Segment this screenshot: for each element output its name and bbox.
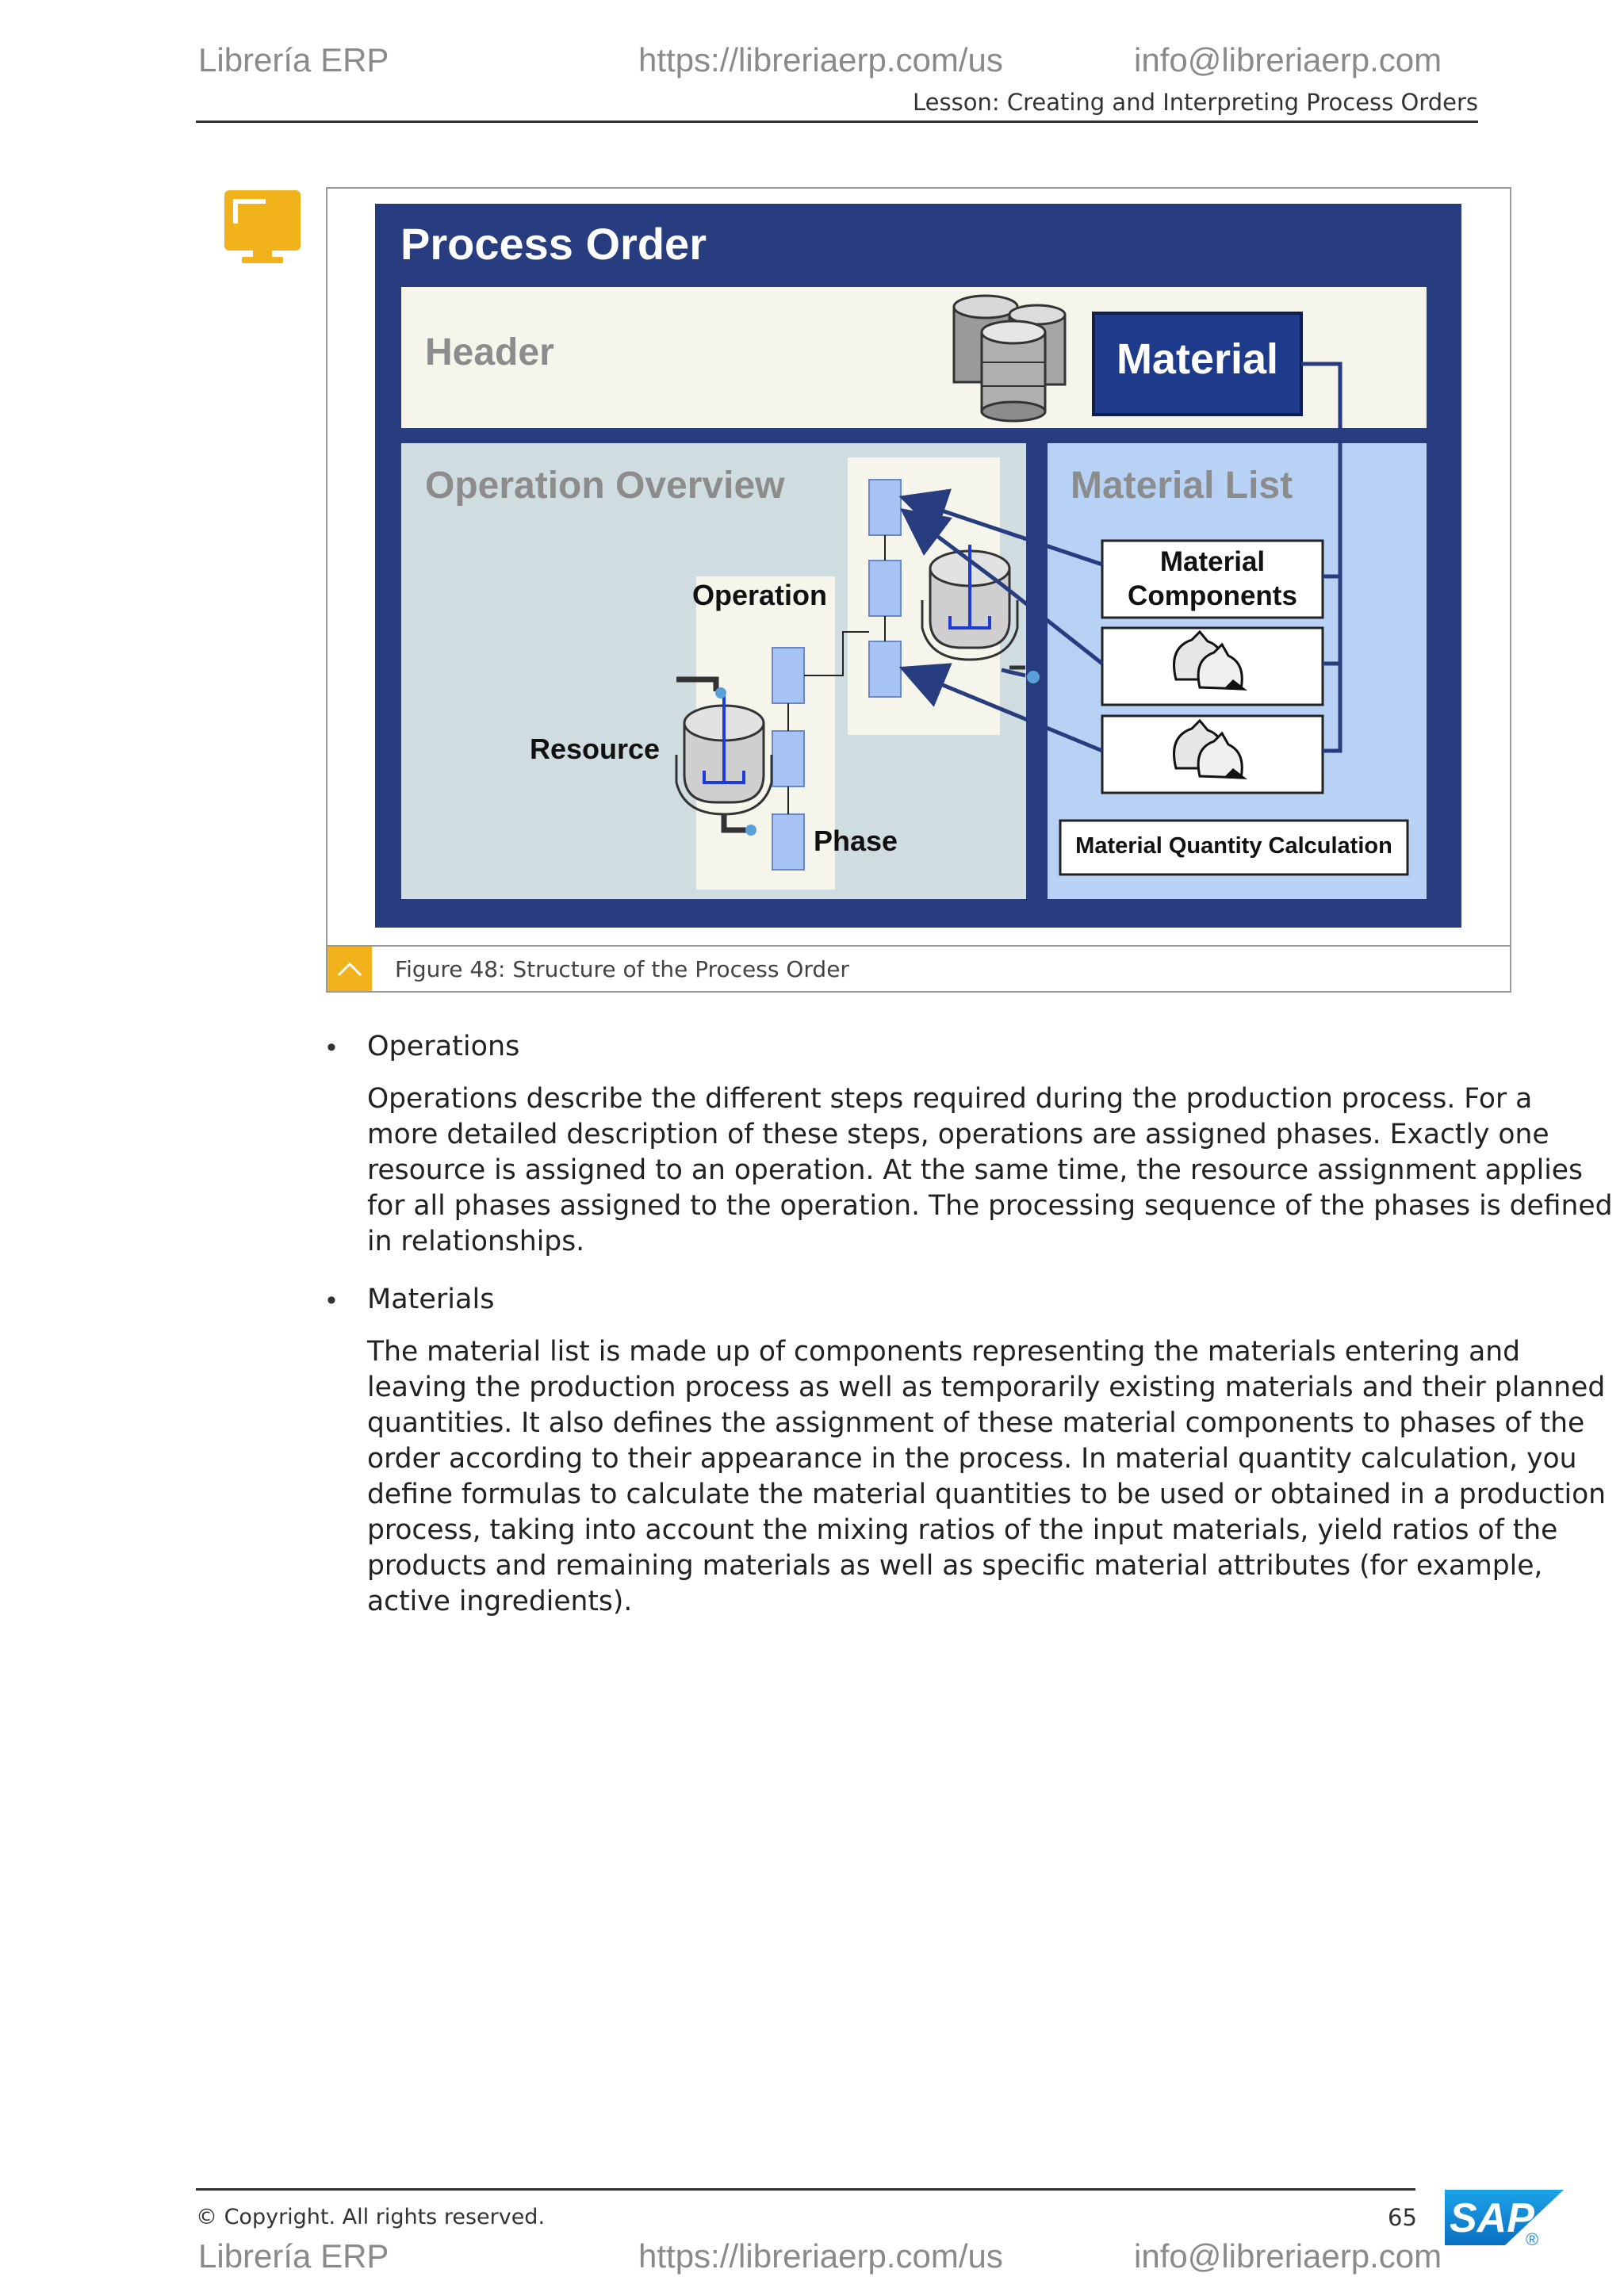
watermark-brand: Librería ERP [198,2237,389,2275]
process-order-diagram: Process Order Header Material Operation … [375,204,1461,928]
paragraph-line: active ingredients). [367,1586,633,1617]
watermark-brand: Librería ERP [198,41,389,78]
material-label: Material [1116,335,1279,383]
header-rule [196,121,1478,123]
watermark-email[interactable]: info@libreriaerp.com [1134,41,1442,78]
diagram-title: Process Order [400,219,707,269]
quantity-calculation-label: Material Quantity Calculation [1075,833,1392,859]
bullet-title-operations: Operations [367,1031,520,1062]
phase-label: Phase [814,825,898,857]
paragraph-operations: Operations describe the different steps … [367,1081,1613,1260]
watermark-url[interactable]: https://libreriaerp.com/us [638,2237,1003,2275]
resource-label: Resource [530,733,661,765]
paragraph-line: leaving the production process as well a… [367,1372,1606,1403]
page-number: 65 [1388,2204,1417,2231]
registered-mark: ® [1526,2229,1539,2249]
footer-rule [196,2188,1415,2191]
lesson-title: Lesson: Creating and Interpreting Proces… [913,89,1478,116]
vessel-icon [675,676,773,836]
material-list-label: Material List [1071,465,1293,507]
paragraph-line: process, taking into account the mixing … [367,1514,1558,1546]
collapse-figure-button[interactable] [327,947,372,991]
paragraph-line: order according to their appearance in t… [367,1443,1577,1475]
material-components-line2: Components [1128,580,1297,611]
chevron-up-icon [337,962,362,977]
figure-caption-bar [326,945,1511,993]
material-bag-icon [1173,718,1247,779]
material-bag-icon [1173,629,1247,691]
watermark-email[interactable]: info@libreriaerp.com [1134,2237,1442,2275]
paragraph-line: more detailed description of these steps… [367,1119,1549,1150]
paragraph-line: resource is assigned to an operation. At… [367,1154,1583,1186]
copyright-text: © Copyright. All rights reserved. [196,2205,546,2229]
sap-logo: SAP ® [1445,2190,1564,2252]
bullet-marker: • [327,1032,336,1062]
bullet-title-materials: Materials [367,1284,495,1315]
paragraph-line: Operations describe the different steps … [367,1083,1533,1115]
header-label: Header [425,331,554,373]
paragraph-line: for all phases assigned to the operation… [367,1190,1613,1222]
paragraph-line: The material list is made up of componen… [367,1336,1521,1368]
presentation-icon [224,190,301,266]
figure-caption: Figure 48: Structure of the Process Orde… [395,956,849,982]
paragraph-line: define formulas to calculate the materia… [367,1479,1607,1510]
sap-logo-text: SAP [1450,2195,1534,2241]
database-icon [952,294,1067,423]
paragraph-line: products and remaining materials as well… [367,1550,1543,1582]
paragraph-line: quantities. It also defines the assignme… [367,1407,1585,1439]
material-components-label: Material Components [1102,545,1323,613]
paragraph-line: in relationships. [367,1226,585,1257]
bullet-marker: • [327,1285,336,1315]
watermark-url[interactable]: https://libreriaerp.com/us [638,41,1003,78]
material-components-line1: Material [1159,546,1266,577]
operation-overview-label: Operation Overview [425,465,785,507]
operation-label: Operation [692,579,828,611]
paragraph-materials: The material list is made up of componen… [367,1334,1606,1620]
